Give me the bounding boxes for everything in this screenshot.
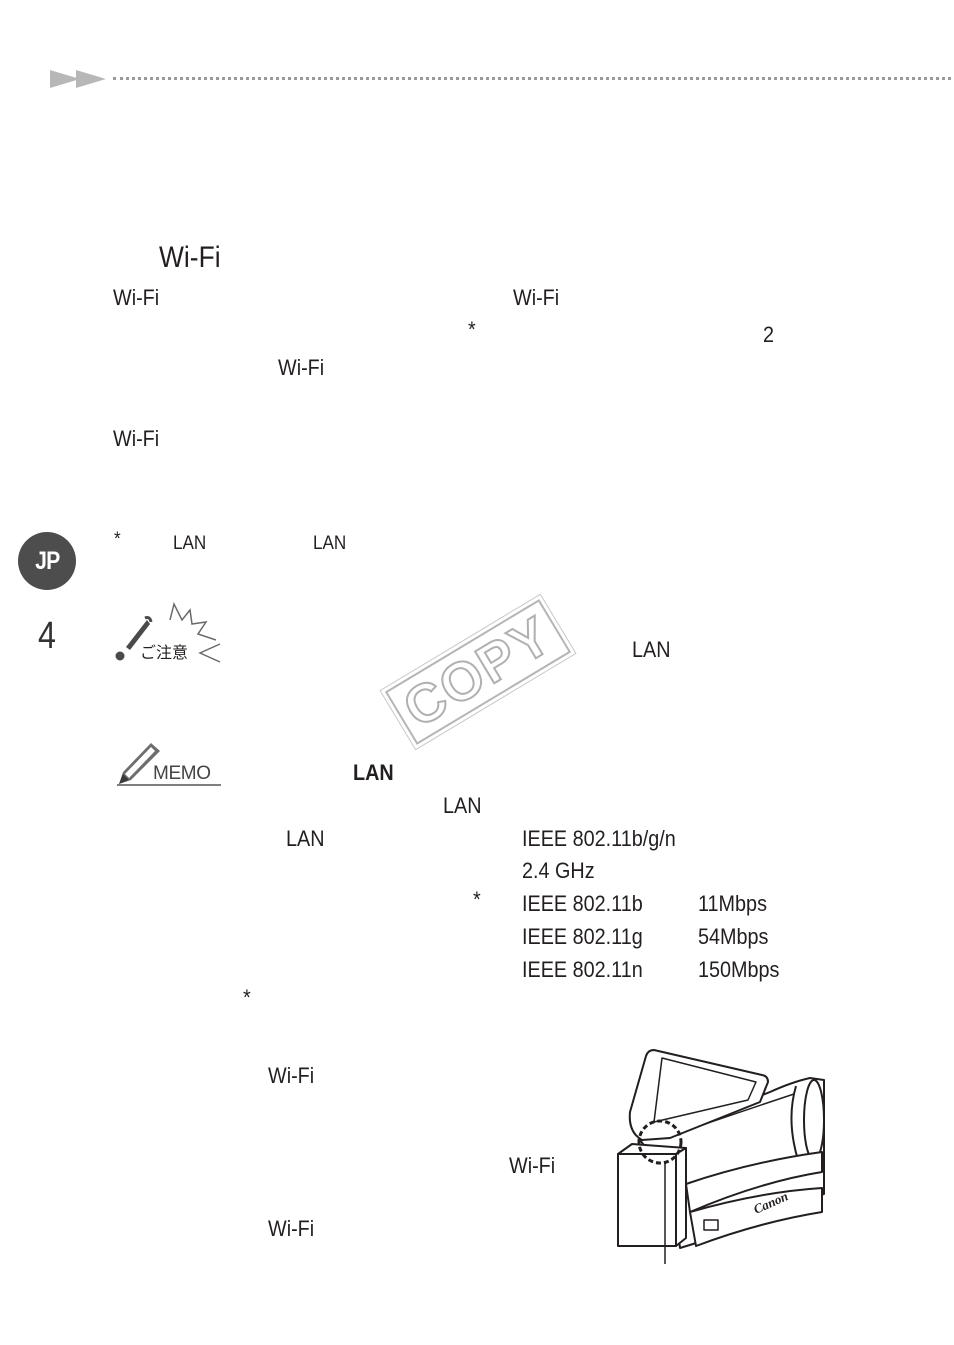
spec-label: LAN — [286, 826, 325, 851]
copy-watermark-text: COPY — [393, 604, 564, 740]
speed-standard: IEEE 802.11b — [522, 891, 643, 916]
spec-band: 2.4 GHz — [522, 858, 595, 883]
language-badge-label: JP — [34, 546, 60, 575]
lcd-screen — [653, 1057, 757, 1123]
camcorder-illustration: Canon — [617, 1049, 825, 1264]
intro-wifi-2: Wi-Fi — [513, 285, 560, 310]
footnote-asterisk: * — [114, 529, 121, 550]
spec-asterisk: * — [473, 887, 481, 912]
memo-icon-label: MEMO — [153, 763, 211, 784]
speed-standard: IEEE 802.11n — [522, 957, 643, 982]
terminal-cover — [703, 1219, 719, 1231]
speed-rate: 54Mbps — [698, 924, 769, 949]
intro-asterisk: * — [468, 317, 476, 342]
memo-pencil-icon: MEMO — [117, 743, 221, 786]
memo-heading: LAN — [353, 760, 394, 785]
page-number: 4 — [38, 615, 56, 657]
antenna-wifi-1: Wi-Fi — [268, 1063, 315, 1088]
footnote-lan-2: LAN — [313, 533, 347, 554]
speed-rate: 150Mbps — [698, 957, 780, 982]
intro-number: 2 — [763, 322, 775, 347]
speed-standard: IEEE 802.11g — [522, 924, 643, 949]
caution-icon-label: ご注意 — [140, 643, 188, 662]
intro-wifi-3: Wi-Fi — [278, 355, 325, 380]
caution-icon: ご注意 — [115, 601, 221, 663]
double-arrow-icon — [50, 70, 106, 88]
copy-watermark: COPY — [380, 589, 576, 755]
antenna-location-marker — [637, 1119, 683, 1165]
battery — [617, 1153, 677, 1247]
camcorder-lens — [803, 1079, 825, 1161]
intro-wifi-4: Wi-Fi — [113, 426, 160, 451]
antenna-wifi-2: Wi-Fi — [509, 1153, 556, 1178]
header-dotted-rule — [113, 77, 951, 80]
grip-strap — [685, 1151, 823, 1213]
caution-lan: LAN — [632, 637, 671, 662]
antenna-wifi-3: Wi-Fi — [268, 1216, 315, 1241]
speed-rate: 11Mbps — [698, 891, 767, 916]
language-badge: JP — [18, 532, 76, 590]
memo-lan-1: LAN — [443, 793, 482, 818]
section-title: Wi-Fi — [159, 241, 221, 274]
spec-standard: IEEE 802.11b/g/n — [522, 826, 676, 851]
memo-footnote-asterisk: * — [243, 985, 251, 1010]
intro-wifi-1: Wi-Fi — [113, 285, 160, 310]
footnote-lan-1: LAN — [173, 533, 207, 554]
